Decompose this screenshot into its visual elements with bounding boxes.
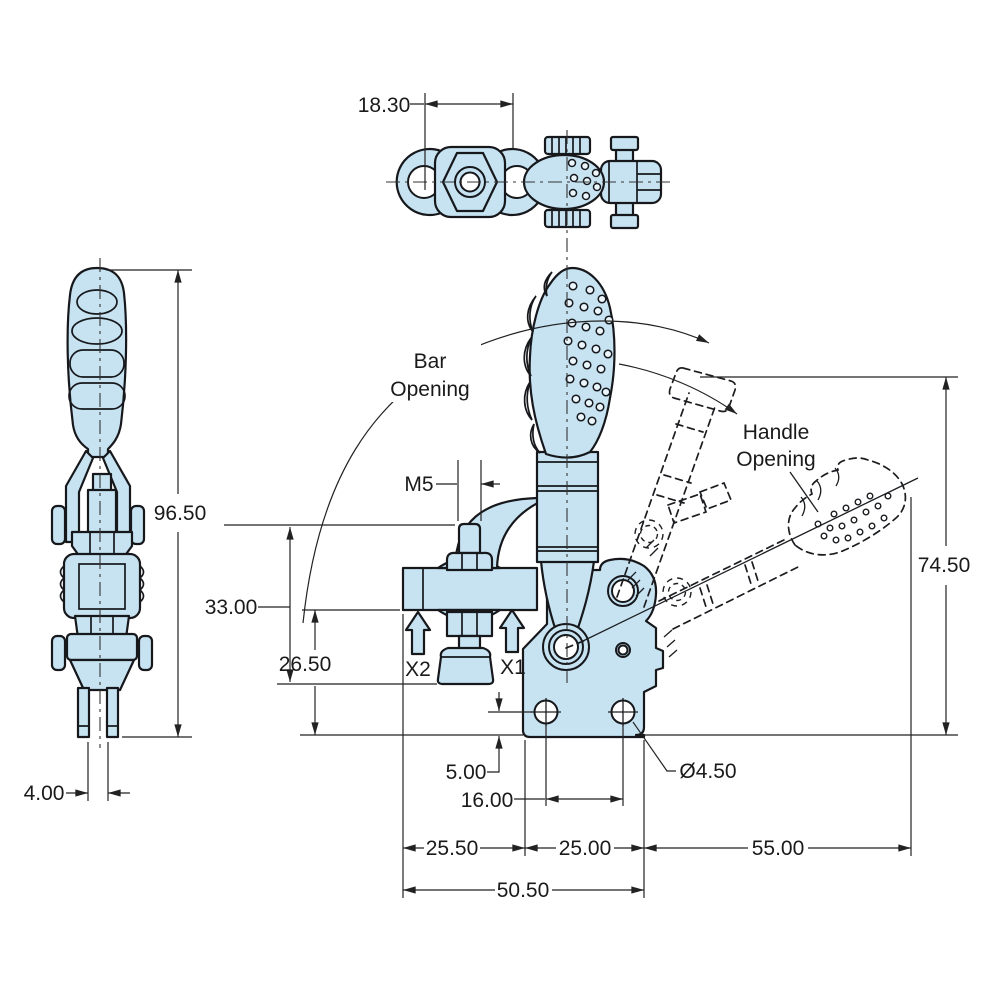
bar-opening-mask (381, 342, 481, 402)
side-view (50, 258, 154, 748)
dim-bar-to-base: 26.50 (279, 609, 400, 735)
dim-hole-spacing: 16.00 (461, 724, 624, 812)
dim-bar-height-text: 33.00 (205, 596, 258, 619)
dim-thread: M5 (404, 460, 500, 521)
dim-base-seg-mid: 25.00 (525, 837, 644, 860)
dim-base-length: 50.50 (403, 879, 644, 902)
dim-bar-height: 33.00 (205, 524, 455, 685)
side-tab-right (137, 634, 154, 672)
side-prong-left (76, 686, 91, 739)
top-view (386, 135, 670, 230)
dim-top-width-text: 18.30 (358, 94, 411, 117)
front-mounting-holes (531, 698, 638, 726)
x2-arrow-icon (404, 610, 432, 656)
x1-label: X1 (500, 656, 526, 679)
open-bar-endcap (668, 367, 737, 413)
front-rubber-foot (436, 646, 495, 686)
handle-opening-arc (618, 363, 738, 415)
side-pivot-tab-right (129, 504, 146, 546)
dim-bar-to-base-text: 26.50 (279, 653, 332, 676)
top-view-knob (522, 153, 606, 211)
open-bar-edges (616, 392, 717, 608)
side-handle (66, 266, 128, 459)
dim-base-seg-mid-text: 25.00 (559, 837, 612, 860)
dim-top-width: 18.30 (358, 93, 514, 190)
x2-label: X2 (405, 658, 431, 681)
dim-thread-text: M5 (404, 473, 433, 496)
dim-hole-edge-offset: 5.00 (446, 692, 532, 784)
x1-arrow-icon (498, 608, 526, 654)
bar-opening-label-line2: Opening (390, 378, 469, 401)
chain-extension-lines (402, 497, 912, 898)
dim-overall-height-text: 96.50 (154, 502, 207, 525)
dimensions: 18.30 96.50 4.00 M5 33.00 (24, 93, 971, 902)
dim-base-seg-left: 25.50 (403, 837, 525, 860)
side-pivot-tab-left (50, 504, 67, 546)
open-position-phantom (565, 367, 919, 658)
dim-hole-diameter-text: Ø4.50 (679, 760, 736, 783)
front-view (401, 130, 665, 739)
side-spindle (86, 488, 118, 536)
open-handle-shaft (658, 537, 801, 630)
dim-hole-edge-offset-text: 5.00 (446, 761, 487, 784)
handle-opening-leader (789, 471, 819, 513)
top-view-knob-dots (567, 158, 602, 201)
side-prong-right (105, 686, 120, 739)
dim-overall-height: 96.50 (106, 269, 207, 738)
side-tab-left (50, 634, 67, 672)
dim-open-height-text: 74.50 (918, 554, 971, 577)
handle-opening-label-line2: Opening (736, 448, 815, 471)
open-handle-axis (582, 477, 919, 642)
dim-open-reach-text: 55.00 (752, 837, 805, 860)
handle-opening-label-line1: Handle (743, 421, 810, 444)
open-knob (787, 457, 907, 556)
front-knob-grip-waves (523, 271, 553, 454)
front-knob-dots (563, 281, 614, 426)
annotations: Bar Opening Handle Opening X2 X1 (381, 342, 819, 681)
dim-open-reach: 55.00 (644, 837, 911, 860)
side-carrier (65, 632, 139, 662)
side-taper (68, 658, 136, 692)
bar-opening-label-line1: Bar (414, 350, 447, 373)
front-lower-nut (445, 610, 494, 638)
open-knob-dots (814, 492, 892, 544)
open-washer-circles (634, 519, 692, 607)
front-m5-stud (457, 522, 482, 555)
dim-slot-width-text: 4.00 (24, 782, 65, 805)
dim-base-length-text: 50.50 (497, 879, 550, 902)
dim-slot-width: 4.00 (24, 742, 130, 805)
dim-open-height: 74.50 (700, 376, 971, 735)
front-m5-nut (445, 551, 494, 572)
dim-hole-spacing-text: 16.00 (461, 789, 514, 812)
open-spindle (666, 481, 733, 525)
dim-hole-diameter: Ø4.50 (632, 721, 737, 783)
open-hatch-ticks (627, 539, 678, 658)
dim-base-seg-left-text: 25.50 (426, 837, 479, 860)
